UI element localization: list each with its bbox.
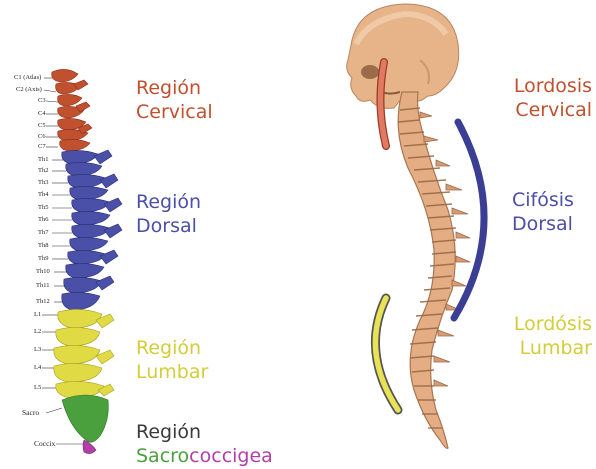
skull-illustration: [347, 4, 459, 108]
lordosis-cervical-line1: Lordosis: [512, 74, 592, 98]
vertebra-label-th1: Th1: [38, 156, 48, 163]
lumbar-region-vertebrae: [54, 309, 114, 398]
vertebra-label-th6: Th6: [38, 216, 48, 223]
dorsal-region-vertebrae: [62, 150, 122, 310]
vertebra-label-th10: Th10: [36, 268, 50, 275]
dorsal-kyphosis-arc: [454, 122, 484, 318]
region-sacrococcigea-line2: Sacrococcigea: [136, 444, 273, 468]
vertebra-label-l4: L4: [34, 364, 41, 371]
cifosis-dorsal-line1: Cifósis: [512, 188, 574, 212]
vertebra-label-th9: Th9: [38, 255, 48, 262]
vertebra-label-l5: L5: [34, 384, 41, 391]
vertebra-label-c2: C2 (Axis): [16, 86, 42, 93]
vertebra-label-sacro: Sacro: [22, 408, 39, 417]
region-sacrococcigea-label: Región Sacrococcigea: [136, 420, 273, 468]
vertebra-label-c4: C4: [38, 110, 46, 117]
spinal-column-ridges: [398, 108, 456, 428]
lumbar-lordosis-arc-fill: [375, 298, 398, 410]
region-cervical-line2: Cervical: [136, 100, 213, 124]
cifosis-dorsal-label: Cifósis Dorsal: [512, 188, 574, 236]
vertebra-label-th12: Th12: [36, 298, 50, 305]
vertebra-label-th11: Th11: [36, 282, 49, 289]
vertebra-label-th5: Th5: [38, 204, 48, 211]
region-dorsal-line1: Región: [136, 190, 201, 214]
region-cervical-label: Región Cervical: [136, 76, 213, 124]
region-sacrococcigea-line1: Región: [136, 420, 273, 444]
vertebra-label-th4: Th4: [38, 191, 48, 198]
vertebra-label-l1: L1: [34, 311, 41, 318]
region-lumbar-line2: Lumbar: [136, 360, 208, 384]
vertebra-label-th3: Th3: [38, 179, 48, 186]
sacrum-shape: [62, 395, 108, 442]
vertebra-label-l3: L3: [34, 346, 41, 353]
vertebra-label-th8: Th8: [38, 242, 48, 249]
vertebra-label-c7: C7: [38, 143, 46, 150]
cervical-region-vertebrae: [52, 69, 92, 151]
region-cervical-line1: Región: [136, 76, 213, 100]
vertebra-label-l2: L2: [34, 328, 41, 335]
vertebra-label-c6: C6: [38, 133, 46, 140]
lordosis-cervical-label: Lordosis Cervical: [512, 74, 592, 122]
cifosis-dorsal-line2: Dorsal: [512, 212, 574, 236]
cervical-lordosis-arc-fill: [380, 62, 386, 146]
lordosis-cervical-line2: Cervical: [512, 98, 592, 122]
vertebra-label-c1: C1 (Atlas): [14, 74, 41, 81]
sacro-part: Sacro: [136, 445, 189, 467]
coccigea-part: coccigea: [189, 445, 273, 467]
lordosis-lumbar-line2: Lumbar: [512, 336, 592, 360]
vertebra-label-coccix: Coccix: [34, 439, 55, 448]
cervical-lordosis-arc: [380, 62, 386, 146]
vertebra-label-th7: Th7: [38, 229, 48, 236]
lordosis-lumbar-label: Lordósis Lumbar: [512, 312, 592, 360]
region-dorsal-line2: Dorsal: [136, 214, 201, 238]
lumbar-lordosis-arc: [375, 298, 398, 410]
vertebra-label-c3: C3: [38, 97, 46, 104]
vertebra-label-th2: Th2: [38, 167, 48, 174]
lordosis-lumbar-line1: Lordósis: [512, 312, 592, 336]
region-lumbar-line1: Región: [136, 336, 208, 360]
region-dorsal-label: Región Dorsal: [136, 190, 201, 238]
region-lumbar-label: Región Lumbar: [136, 336, 208, 384]
spinous-processes: [420, 112, 470, 386]
vertebra-label-c5: C5: [38, 122, 46, 129]
spinal-column-side: [398, 92, 455, 448]
